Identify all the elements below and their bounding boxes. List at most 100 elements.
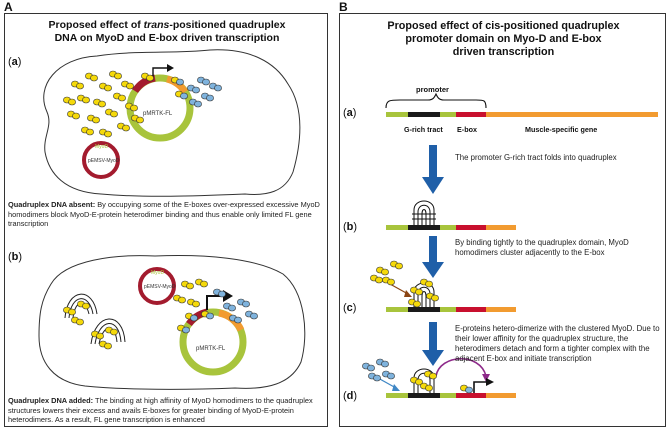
dna-c-gene: [486, 307, 516, 312]
panel-a-title-post: -positioned quadruplex: [169, 19, 286, 31]
step-text-1: The promoter G-rich tract folds into qua…: [455, 153, 617, 162]
dna-c-g-base: [408, 307, 440, 312]
myod-bound-d: [424, 370, 437, 380]
process-arrow-1: [422, 145, 444, 194]
dna-a-gene: [486, 112, 658, 117]
myod-bound: [420, 278, 433, 288]
dna-c-green-left: [386, 307, 408, 312]
transcription-arrowhead-d: [486, 378, 494, 386]
dna-b-green-mid: [440, 225, 456, 230]
panel-b-illustration: (a) (b) (c) (d) promoter G-rich tract E-…: [343, 85, 658, 402]
cell-outline-b: [38, 255, 306, 390]
promoter-label: promoter: [416, 85, 449, 94]
eprotein-dimer: [209, 82, 222, 92]
transcription-arrowhead-a: [167, 64, 174, 72]
heterodimer: [177, 324, 190, 334]
g-rich-label: G-rich tract: [404, 125, 443, 134]
myod-homodimer: [93, 98, 106, 108]
panel-b-title-line2: promoter domain on Myo-D and E-box: [405, 33, 602, 45]
dna-d-ebox: [456, 393, 486, 398]
dna-b-gene: [486, 225, 516, 230]
panel-letter-a: A: [4, 0, 13, 14]
myod-free: [376, 266, 389, 276]
cell-outline-a: [43, 49, 301, 197]
myod-homodimer: [99, 340, 112, 350]
myod-homodimer: [71, 316, 84, 326]
paragraph-quadruplex-added: Quadruplex DNA added: The binding at hig…: [8, 396, 313, 425]
myod-bound: [410, 286, 423, 296]
myod-homodimer: [105, 326, 118, 336]
myod-homodimer: [195, 278, 208, 288]
dna-c-ebox: [456, 307, 486, 312]
myod-homodimer: [77, 94, 90, 104]
myod-homodimer: [87, 114, 100, 124]
myod-homodimer: [131, 114, 144, 124]
myod-homodimer: [141, 72, 154, 82]
heterodimer: [185, 312, 198, 322]
eprotein-dimer: [237, 298, 250, 308]
dna-a-g-tract: [408, 112, 440, 117]
eprotein-dimer: [213, 288, 226, 298]
panel-a-title-pre: Proposed effect of: [48, 19, 144, 31]
panel-a: Proposed effect of trans-positioned quad…: [4, 13, 328, 427]
myod-bound: [408, 298, 421, 308]
myod-homodimer: [85, 72, 98, 82]
gene-label: Muscle-specific gene: [525, 125, 597, 134]
myod-free: [390, 260, 403, 270]
eprotein-dimer: [245, 310, 258, 320]
panel-b-title: Proposed effect of cis-positioned quadru…: [340, 20, 667, 59]
plasmid-fl-b-label: pMRTK-FL: [196, 346, 226, 352]
eprotein-arrowhead-d: [392, 384, 400, 391]
panel-b-title-line1: Proposed effect of cis-positioned quadru…: [387, 20, 620, 32]
eprotein-free: [362, 362, 375, 372]
myod-homodimer: [187, 298, 200, 308]
dna-a-green-left: [386, 112, 408, 117]
myod-homodimer: [91, 330, 104, 340]
eprotein-free: [368, 372, 381, 382]
myod-homodimer: [71, 80, 84, 90]
myod-bound-d: [410, 376, 423, 386]
step-label-b: (b): [343, 221, 357, 233]
eprotein-dimer: [223, 302, 236, 312]
step-label-a: (a): [343, 107, 356, 119]
ebox-label: E-box: [457, 125, 477, 134]
myod-bound: [426, 292, 439, 302]
heterodimer: [175, 90, 188, 100]
eprotein-arrow-d: [377, 377, 397, 389]
panel-b: Proposed effect of cis-positioned quadru…: [339, 13, 666, 427]
myod-homodimer: [105, 108, 118, 118]
step-label-d: (d): [343, 390, 357, 402]
panel-a-title-line2: DNA on MyoD and E-box driven transcripti…: [54, 32, 280, 44]
myod-homodimer: [181, 280, 194, 290]
myod-homodimer: [99, 82, 112, 92]
transcription-arrow-d: [473, 381, 486, 393]
panel-a-title-em: trans: [143, 19, 170, 31]
eprotein-dimer: [189, 98, 202, 108]
plasmid-myod-a: [82, 141, 120, 179]
binding-arrow-c: [389, 283, 409, 295]
plasmid-fl-a-label: pMRTK-FL: [143, 111, 173, 117]
process-arrow-3: [422, 322, 444, 366]
heterodimer: [171, 76, 184, 86]
paragraph-quadruplex-absent: Quadruplex DNA absent: By occupying some…: [8, 200, 320, 229]
myod-homodimer: [99, 128, 112, 138]
myod-homodimer: [113, 92, 126, 102]
myod-homodimer: [63, 96, 76, 106]
myod-homodimer: [81, 126, 94, 136]
step-text-2: By binding tightly to the quadruplex dom…: [455, 238, 629, 257]
dna-d-green-mid: [440, 393, 456, 398]
step-text-3: E-proteins hetero-dimerize with the clus…: [455, 324, 660, 363]
step-label-c: (c): [343, 302, 356, 314]
eprotein-free: [376, 358, 389, 368]
panel-a-sublabel-b: (b): [8, 251, 23, 263]
panel-a-title: Proposed effect of trans-positioned quad…: [5, 19, 329, 45]
myod-homodimer: [173, 294, 186, 304]
eprotein-dimer: [187, 84, 200, 94]
eprotein-free: [382, 370, 395, 380]
myod-free: [382, 276, 395, 286]
myod-homodimer: [109, 70, 122, 80]
dna-b-ebox: [456, 225, 486, 230]
dna-d-g-base: [408, 393, 440, 398]
myod-homodimer: [67, 110, 80, 120]
panel-b-title-line3: driven transcription: [452, 46, 555, 58]
